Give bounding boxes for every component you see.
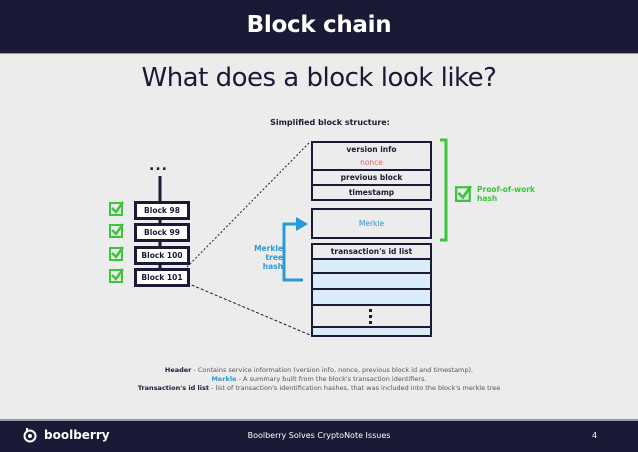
footer: boolberry Boolberry Solves CryptoNote Is… — [0, 419, 638, 452]
legend-term: Transaction's id list — [137, 384, 209, 392]
checkbox-checked-icon — [109, 246, 124, 261]
brand-logo: boolberry — [22, 427, 110, 443]
checkbox-checked-icon — [109, 201, 124, 216]
legend-desc: - list of transaction's identification h… — [208, 384, 501, 392]
legend: Header - Contains service information (v… — [0, 366, 638, 393]
legend-desc: - Contains service information (version … — [191, 366, 474, 374]
checkbox-checked-icon — [109, 223, 124, 238]
merkle-arrow-line — [282, 222, 303, 282]
footer-tagline: Boolberry Solves CryptoNote Issues — [247, 431, 391, 440]
chain-block-label: Block 98 — [144, 206, 180, 215]
merkle-arrow-head — [296, 217, 308, 231]
legend-term: Merkle — [211, 375, 237, 383]
brand-name: boolberry — [44, 428, 110, 442]
tx-row — [311, 265, 432, 274]
tx-row — [311, 326, 432, 337]
chain-block-label: Block 100 — [141, 251, 183, 260]
pow-hash-label: Proof-of-work hash — [477, 185, 535, 203]
legend-desc: - A summary built from the block's trans… — [236, 375, 427, 383]
chain-block[interactable]: Block 100 — [134, 246, 190, 265]
boolberry-logo-icon — [23, 428, 37, 443]
zoom-line-bottom — [186, 282, 311, 336]
tx-row — [311, 281, 432, 290]
slide-title: Block chain — [246, 12, 392, 38]
chain-block-label: Block 99 — [144, 228, 180, 237]
structure-title: Simplified block structure: — [270, 118, 390, 127]
tx-ellipsis-row — [311, 306, 432, 327]
chain-block[interactable]: Block 101 — [134, 268, 190, 287]
pow-label-line: Proof-of-work — [477, 185, 535, 194]
slide-subtitle: What does a block look like? — [141, 63, 497, 93]
vertical-ellipsis-icon — [369, 309, 372, 324]
field-merkle: Merkle — [311, 208, 432, 239]
merkle-tree-hash-label: Merkle tree hash — [243, 244, 283, 271]
chain-block-label: Block 101 — [141, 273, 183, 282]
field-nonce: nonce — [311, 156, 432, 171]
checkbox-checked-icon — [109, 268, 124, 283]
title-bar: Block chain — [0, 0, 638, 54]
merkle-label-line: tree hash — [262, 253, 283, 271]
legend-header: Header - Contains service information (v… — [0, 366, 638, 375]
zoom-line-top — [186, 141, 311, 268]
chain-ellipsis: ... — [149, 158, 168, 174]
page-number: 4 — [592, 431, 598, 440]
legend-merkle: Merkle - A summary built from the block'… — [0, 375, 638, 384]
field-previous-block: previous block — [311, 171, 432, 186]
chain-block[interactable]: Block 99 — [134, 223, 190, 242]
pow-bracket — [440, 138, 448, 242]
pow-label-line: hash — [477, 194, 498, 203]
legend-tx-list: Transaction's id list - list of transact… — [0, 384, 638, 393]
chain-block[interactable]: Block 98 — [134, 201, 190, 220]
tx-row — [311, 297, 432, 306]
legend-term: Header — [164, 366, 192, 374]
field-timestamp: timestamp — [311, 186, 432, 201]
pow-checkbox-icon — [455, 185, 472, 202]
merkle-label-line: Merkle — [254, 244, 283, 253]
